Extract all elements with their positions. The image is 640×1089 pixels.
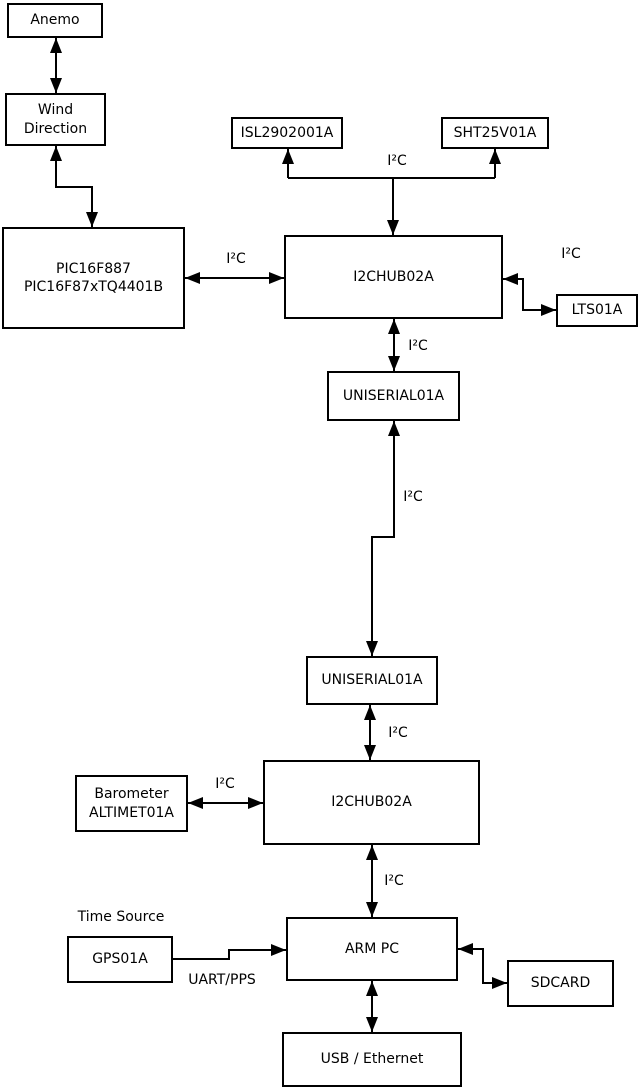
arrowhead bbox=[50, 38, 62, 53]
node-label: LTS01A bbox=[571, 302, 623, 319]
arrowhead bbox=[541, 304, 556, 316]
node-uniserial-1: UNISERIAL01A bbox=[327, 371, 460, 421]
arrowhead bbox=[366, 902, 378, 917]
arrowhead bbox=[282, 149, 294, 164]
node-label-line1: Barometer bbox=[94, 786, 169, 803]
node-label: ARM PC bbox=[344, 940, 400, 957]
label-i2c-hub2-armpc: I²C bbox=[384, 873, 404, 889]
arrowhead bbox=[366, 641, 378, 656]
node-usb-ethernet: USB / Ethernet bbox=[282, 1032, 462, 1087]
node-label: I2CHUB02A bbox=[353, 268, 434, 285]
arrowhead bbox=[489, 149, 501, 164]
node-label: Anemo bbox=[30, 12, 80, 29]
arrowhead bbox=[364, 705, 376, 720]
label-i2c-sensors: I²C bbox=[387, 153, 407, 169]
arrowhead bbox=[388, 319, 400, 334]
arrowhead bbox=[50, 78, 62, 93]
node-gps01a: GPS01A bbox=[67, 936, 173, 983]
arrowhead bbox=[364, 745, 376, 760]
node-wind-direction: Wind Direction bbox=[5, 93, 106, 146]
arrowhead bbox=[185, 272, 200, 284]
arrowhead bbox=[366, 1017, 378, 1032]
arrowhead bbox=[269, 272, 284, 284]
edge-hub1-lts bbox=[503, 278, 556, 311]
node-sdcard: SDCARD bbox=[507, 960, 614, 1007]
arrowhead bbox=[388, 356, 400, 371]
node-label: ISL2902001A bbox=[240, 124, 334, 141]
node-label: I2CHUB02A bbox=[331, 794, 412, 811]
node-label-line2: PIC16F87xTQ4401B bbox=[23, 279, 164, 295]
arrowhead bbox=[248, 797, 263, 809]
arrowhead bbox=[503, 273, 518, 285]
arrowhead bbox=[188, 797, 203, 809]
node-i2c-hub-1: I2CHUB02A bbox=[284, 235, 503, 319]
node-label-line1: Wind bbox=[37, 102, 74, 119]
node-label: GPS01A bbox=[92, 951, 148, 968]
node-label-line2: Direction bbox=[23, 120, 88, 137]
label-i2c-barometer: I²C bbox=[215, 776, 235, 792]
edge-wind-pic bbox=[55, 146, 93, 227]
node-label: UNISERIAL01A bbox=[342, 387, 445, 404]
node-arm-pc: ARM PC bbox=[286, 917, 458, 981]
node-uniserial-2: UNISERIAL01A bbox=[306, 656, 438, 705]
edge-uniserial1-uniserial2 bbox=[371, 421, 395, 656]
node-label-line2: ALTIMET01A bbox=[89, 804, 174, 821]
edge-gps-armpc bbox=[173, 949, 286, 960]
arrowhead bbox=[366, 845, 378, 860]
node-label: USB / Ethernet bbox=[320, 1051, 424, 1068]
label-i2c-pic-hub1: I²C bbox=[226, 251, 246, 267]
node-label: SDCARD bbox=[530, 975, 591, 992]
node-i2c-hub-2: I2CHUB02A bbox=[263, 760, 480, 845]
label-i2c-hub1-uniserial1: I²C bbox=[408, 338, 428, 354]
node-pic-microcontroller: PIC16F887 PIC16F87xTQ4401B bbox=[2, 227, 185, 329]
arrowhead bbox=[387, 220, 399, 235]
label-i2c-lts: I²C bbox=[561, 246, 581, 262]
node-sht25v01a: SHT25V01A bbox=[441, 117, 549, 149]
label-i2c-uniserial2-hub2: I²C bbox=[388, 725, 408, 741]
arrowhead bbox=[366, 981, 378, 996]
edge-armpc-sdcard bbox=[458, 948, 507, 984]
label-i2c-serial-link: I²C bbox=[403, 489, 423, 505]
node-isl2902001a: ISL2902001A bbox=[231, 117, 343, 149]
arrowhead bbox=[458, 943, 473, 955]
arrowhead bbox=[50, 146, 62, 161]
arrowhead bbox=[86, 212, 98, 227]
node-anemometer: Anemo bbox=[7, 3, 103, 38]
label-uart-pps: UART/PPS bbox=[188, 972, 256, 988]
arrowhead bbox=[492, 977, 507, 989]
node-label: SHT25V01A bbox=[453, 124, 537, 141]
label-time-source: Time Source bbox=[77, 909, 165, 925]
node-lts01a: LTS01A bbox=[556, 294, 638, 327]
arrowhead bbox=[388, 421, 400, 436]
node-label: UNISERIAL01A bbox=[321, 672, 423, 689]
node-barometer-altimet01a: Barometer ALTIMET01A bbox=[75, 775, 188, 832]
node-label-line1: PIC16F887 bbox=[56, 260, 131, 277]
arrowhead bbox=[271, 944, 286, 956]
